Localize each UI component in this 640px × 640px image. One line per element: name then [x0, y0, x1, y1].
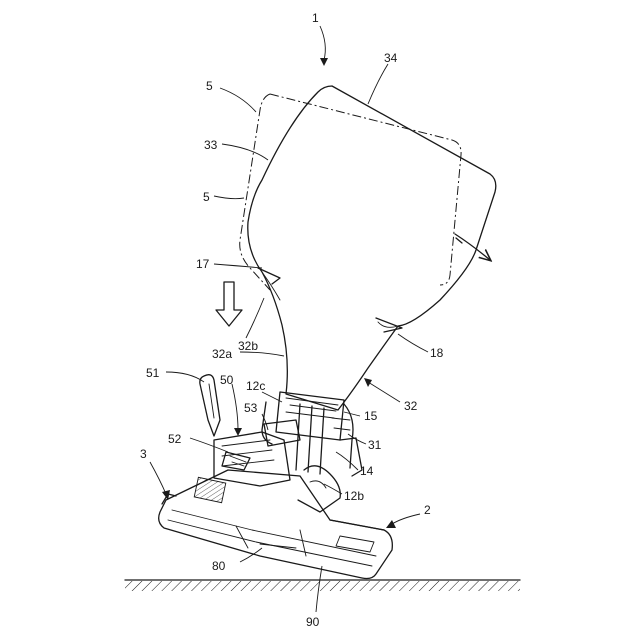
part-80-line: [260, 544, 296, 548]
base-internal-line-1: [172, 510, 376, 556]
leader-50: [232, 384, 238, 430]
leader-2-arrowhead: [386, 520, 396, 528]
leader-3: [150, 462, 166, 494]
label-1: 1: [312, 11, 319, 25]
label-32a: 32a: [212, 347, 232, 361]
part-12b-inner: [310, 481, 326, 488]
tab-18: [376, 318, 402, 332]
base-housing: [159, 470, 393, 579]
label-5a: 5: [206, 79, 213, 93]
insertion-direction-arrow: [216, 282, 242, 326]
container-bottle: [248, 86, 496, 410]
lever-51-inner: [209, 384, 214, 418]
leader-32-arrowhead: [364, 378, 372, 387]
label-17: 17: [196, 257, 210, 271]
reference-labels: 1 34 5 33 5 17 32b 32a 18 51 50 12c 53 1…: [140, 11, 444, 629]
lever-51: [200, 375, 220, 436]
base-internal-line-2: [168, 520, 372, 566]
label-32b: 32b: [238, 339, 258, 353]
label-53: 53: [244, 401, 258, 415]
leader-1-arrowhead: [320, 58, 328, 66]
leader-32b: [246, 298, 264, 338]
base-window: [336, 536, 374, 552]
leader-17: [214, 264, 262, 268]
hatched-insert: [194, 477, 226, 502]
ground-hatching: [125, 581, 520, 591]
label-31: 31: [368, 438, 382, 452]
mechanism-housing: [214, 432, 290, 486]
leader-34: [368, 64, 388, 104]
mechanism-block: [214, 420, 300, 486]
label-32: 32: [404, 399, 418, 413]
leader-32: [368, 382, 400, 402]
leader-lines: [150, 26, 428, 612]
label-34: 34: [384, 51, 398, 65]
leader-33: [222, 144, 268, 160]
label-5b: 5: [203, 190, 210, 204]
leader-18: [398, 334, 428, 352]
base-top-edge: [330, 520, 384, 530]
spring-52: [222, 452, 250, 470]
ground: [125, 580, 520, 591]
leader-51: [166, 372, 204, 382]
label-3: 3: [140, 447, 147, 461]
leader-15: [344, 412, 360, 416]
leader-5b: [214, 196, 244, 199]
label-52: 52: [168, 432, 182, 446]
leader-5a: [220, 88, 256, 112]
label-14: 14: [360, 464, 374, 478]
label-12b: 12b: [344, 489, 364, 503]
rotation-arrow: [455, 234, 490, 260]
leader-50-arrowhead: [234, 428, 242, 436]
label-15: 15: [364, 409, 378, 423]
label-12c: 12c: [246, 379, 265, 393]
label-51: 51: [146, 366, 160, 380]
label-18: 18: [430, 346, 444, 360]
base-outline: [159, 470, 393, 579]
label-50: 50: [220, 373, 234, 387]
label-90: 90: [306, 615, 320, 629]
leader-14: [336, 452, 358, 470]
label-2: 2: [424, 503, 431, 517]
leader-1: [320, 26, 325, 60]
alternate-position-outline: [240, 94, 461, 290]
label-33: 33: [204, 138, 218, 152]
leader-52: [190, 438, 228, 452]
label-80: 80: [212, 559, 226, 573]
bottle-outline: [248, 86, 496, 410]
leader-2: [392, 514, 420, 524]
neck-cap-assembly: [262, 392, 353, 474]
